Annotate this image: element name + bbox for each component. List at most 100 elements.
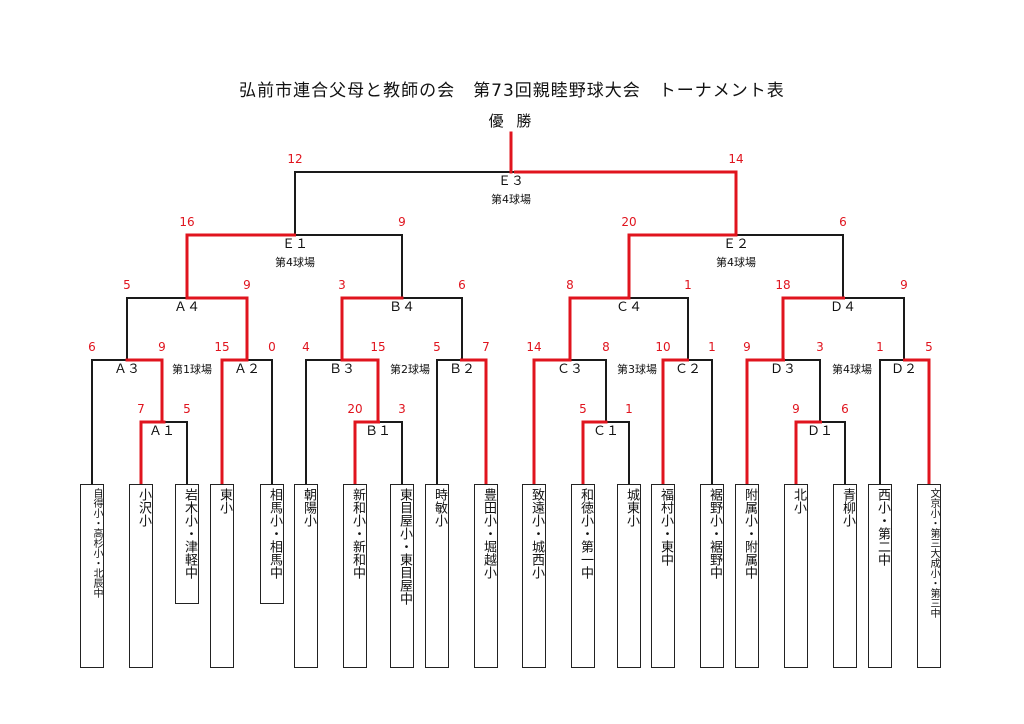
score-label: 6 (839, 215, 847, 229)
team-box: 城東小 (617, 484, 641, 668)
team-name: 東小 (217, 488, 232, 514)
match-label: Ｅ１ (282, 237, 308, 252)
score-label: 5 (579, 402, 587, 416)
score-label: 20 (621, 215, 636, 229)
page-title: 弘前市連合父母と教師の会 第73回親睦野球大会 トーナメント表 (239, 81, 785, 101)
venue-label: 第3球場 (617, 362, 657, 376)
score-label: 5 (925, 340, 933, 354)
team-box: 青柳小 (833, 484, 857, 668)
score-label: 6 (458, 278, 466, 292)
score-label: 9 (243, 278, 251, 292)
score-label: 1 (876, 340, 884, 354)
match-label: Ｄ３ (770, 362, 796, 377)
team-name: 朝陽小 (301, 488, 316, 527)
team-name: 城東小 (624, 488, 639, 527)
team-box: 北小 (784, 484, 808, 668)
team-box: 西小・第二中 (868, 484, 892, 668)
champion-label: 優 勝 (488, 112, 536, 130)
team-name: 福村小・東中 (658, 488, 673, 566)
score-label: 1 (625, 402, 633, 416)
venue-label: 第4球場 (832, 362, 872, 376)
score-label: 1 (684, 278, 692, 292)
score-label: 3 (338, 278, 346, 292)
match-label: Ｄ２ (891, 362, 917, 377)
team-box: 時敏小 (425, 484, 449, 668)
match-label: Ａ４ (174, 300, 200, 315)
score-label: 20 (347, 402, 362, 416)
score-label: 4 (302, 340, 310, 354)
team-box: 小沢小 (129, 484, 153, 668)
team-box: 東目屋小・東目屋中 (390, 484, 414, 668)
score-label: 3 (398, 402, 406, 416)
score-label: 9 (158, 340, 166, 354)
team-box: 裾野小・裾野中 (700, 484, 724, 668)
team-box: 附属小・附属中 (735, 484, 759, 668)
team-box: 豊田小・堀越小 (474, 484, 498, 668)
team-box: 自得小・高杉小・北辰中 (80, 484, 104, 668)
score-label: 6 (841, 402, 849, 416)
score-label: 9 (398, 215, 406, 229)
score-label: 15 (370, 340, 385, 354)
team-box: 東小 (210, 484, 234, 668)
venue-label: 第1球場 (172, 362, 212, 376)
score-label: 7 (137, 402, 145, 416)
match-label: Ｂ２ (449, 362, 475, 377)
team-name: 和徳小・第一中 (578, 488, 593, 579)
venue-label: 第4球場 (716, 255, 756, 269)
match-label: Ｄ１ (807, 424, 833, 439)
score-label: 8 (602, 340, 610, 354)
match-label: Ａ２ (234, 362, 260, 377)
match-label: Ｃ４ (616, 300, 642, 315)
team-box: 朝陽小 (294, 484, 318, 668)
score-label: 3 (816, 340, 824, 354)
venue-label: 第4球場 (491, 192, 531, 206)
score-label: 6 (88, 340, 96, 354)
match-label: Ｅ３ (498, 174, 524, 189)
match-label: Ｂ１ (365, 424, 391, 439)
team-name: 東目屋小・東目屋中 (397, 488, 412, 605)
match-label: Ｂ３ (329, 362, 355, 377)
score-label: 14 (728, 152, 743, 166)
match-label: Ｅ２ (723, 237, 749, 252)
score-label: 1 (708, 340, 716, 354)
team-name: 小沢小 (136, 488, 151, 527)
team-box: 文京小・第三大成小・第三中 (917, 484, 941, 668)
team-name: 時敏小 (432, 488, 447, 527)
score-label: 12 (287, 152, 302, 166)
score-label: 15 (214, 340, 229, 354)
team-name: 附属小・附属中 (742, 488, 757, 579)
team-name: 文京小・第三大成小・第三中 (928, 488, 939, 618)
score-label: 5 (433, 340, 441, 354)
team-box: 福村小・東中 (651, 484, 675, 668)
team-name: 青柳小 (840, 488, 855, 527)
score-label: 18 (775, 278, 790, 292)
team-name: 新和小・新和中 (350, 488, 365, 579)
score-label: 9 (900, 278, 908, 292)
match-label: Ａ３ (114, 362, 140, 377)
match-label: Ｄ４ (830, 300, 856, 315)
score-label: 16 (179, 215, 194, 229)
team-name: 致遠小・城西小 (529, 488, 544, 579)
team-box: 岩木小・津軽中 (175, 484, 199, 604)
score-label: 9 (792, 402, 800, 416)
score-label: 0 (268, 340, 276, 354)
match-label: Ｃ１ (593, 424, 619, 439)
score-label: 8 (566, 278, 574, 292)
match-label: Ａ１ (149, 424, 175, 439)
score-label: 14 (526, 340, 541, 354)
team-name: 自得小・高杉小・北辰中 (91, 488, 102, 598)
match-label: Ｃ２ (675, 362, 701, 377)
match-label: Ｂ４ (389, 300, 415, 315)
team-name: 西小・第二中 (875, 488, 890, 566)
team-name: 相馬小・相馬中 (267, 488, 282, 579)
team-name: 豊田小・堀越小 (481, 488, 496, 579)
team-name: 北小 (791, 488, 806, 514)
team-box: 相馬小・相馬中 (260, 484, 284, 604)
score-label: 5 (183, 402, 191, 416)
team-name: 岩木小・津軽中 (182, 488, 197, 579)
score-label: 9 (743, 340, 751, 354)
match-label: Ｃ３ (557, 362, 583, 377)
team-box: 致遠小・城西小 (522, 484, 546, 668)
score-label: 10 (655, 340, 670, 354)
venue-label: 第2球場 (390, 362, 430, 376)
